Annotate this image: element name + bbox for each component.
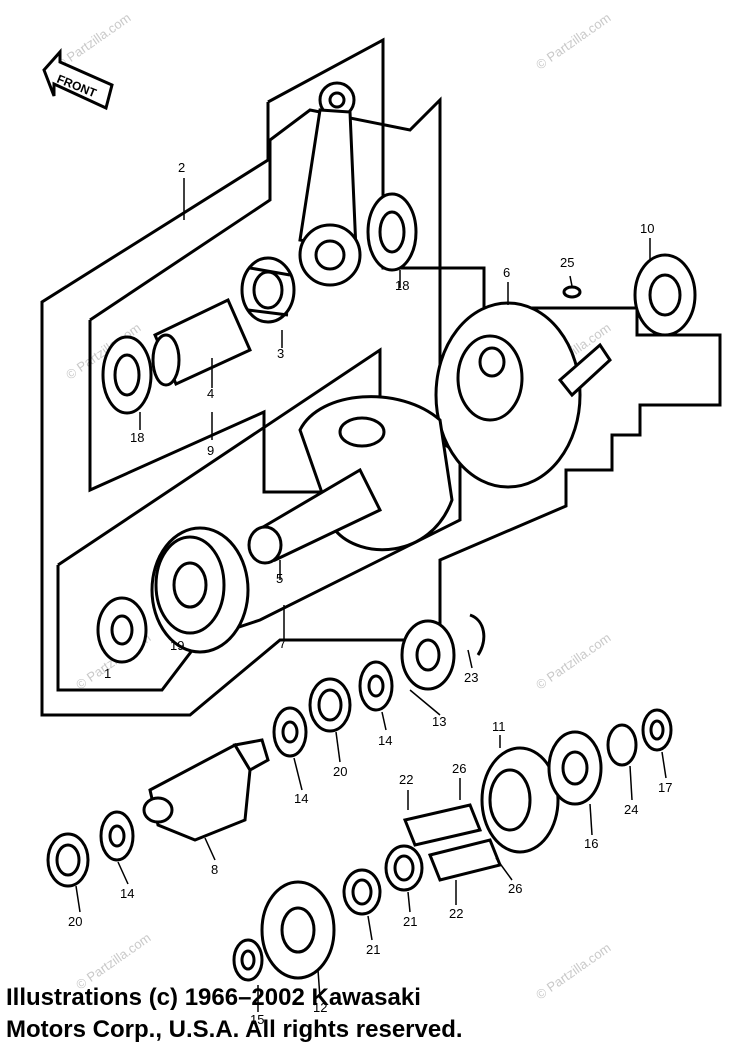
callout-10: 10 [640,221,654,236]
washer-14-b [272,706,308,758]
washer-15 [232,938,264,982]
callout-18-lower: 18 [130,430,144,445]
circlip-23 [469,613,486,656]
connecting-rod [298,81,362,287]
callout-21-a: 21 [403,914,417,929]
thrust-washer-18-lower [101,335,153,415]
callout-23: 23 [464,670,478,685]
assembly-outline-crank [56,347,462,692]
gear-13 [400,619,456,691]
callout-8: 8 [211,862,218,877]
thrust-washer-18-upper [366,192,418,272]
callout-22-b: 22 [449,906,463,921]
callout-15: 15 [250,1012,264,1027]
circlip-24 [606,723,638,767]
copyright-notice: Illustrations (c) 1966–2002 Kawasaki Mot… [6,982,746,1046]
balancer-shaft-8 [142,738,270,842]
callout-14-b: 14 [294,791,308,806]
callout-11: 11 [492,719,506,734]
callout-3: 3 [277,346,284,361]
gear-12 [260,880,336,980]
callout-24: 24 [624,802,638,817]
callout-17: 17 [658,780,672,795]
assembly-outline-rod [88,96,442,494]
callout-18-upper: 18 [395,278,409,293]
crankshaft-5 [247,395,454,565]
callout-9: 9 [207,443,214,458]
callout-14-c: 14 [120,886,134,901]
needle-bearing-21-b [342,868,382,916]
needle-bearing-20-b [46,832,90,888]
callout-12: 12 [313,1000,327,1015]
copyright-line-1: Illustrations (c) 1966–2002 Kawasaki [6,984,421,1011]
ball-bearing-19 [150,526,250,654]
callout-4: 4 [207,386,214,401]
callout-6: 6 [503,265,510,280]
callout-5: 5 [276,571,283,586]
copyright-line-2: Motors Corp., U.S.A. All rights reserved… [6,1016,463,1043]
callout-20-b: 20 [68,914,82,929]
washer-16 [547,730,603,806]
callout-14-a: 14 [378,733,392,748]
callout-7: 7 [279,636,286,651]
callout-26-a: 26 [452,761,466,776]
callout-1: 1 [104,666,111,681]
watermark: © Partzilla.com [533,630,613,693]
leader-lines [75,178,667,1012]
gear-10 [633,253,697,337]
needle-bearing-3 [240,256,296,324]
crank-flywheel-6 [434,301,612,489]
callout-13: 13 [432,714,446,729]
washer-17 [641,708,673,752]
callout-labels: 2 3 4 6 10 25 18 18 9 5 7 19 1 23 13 14 … [68,160,672,1027]
crank-pin-4 [151,297,252,387]
assembly-outline-outer [40,37,722,717]
washer-14-c [99,810,135,862]
callout-2: 2 [178,160,185,175]
damper-block-22 [402,803,503,882]
callout-21-b: 21 [366,942,380,957]
callout-22-a: 22 [399,772,413,787]
needle-bearing-20-a [308,677,352,733]
callout-20-a: 20 [333,764,347,779]
washer-14-a [358,660,394,712]
watermark: © Partzilla.com [533,10,613,73]
callout-16: 16 [584,836,598,851]
callout-25: 25 [560,255,574,270]
gear-1 [96,596,148,664]
callout-26-b: 26 [508,881,522,896]
needle-bearing-21-a [384,844,424,892]
callout-19: 19 [170,638,184,653]
woodruff-key-25 [562,285,582,299]
gear-11 [480,746,560,854]
